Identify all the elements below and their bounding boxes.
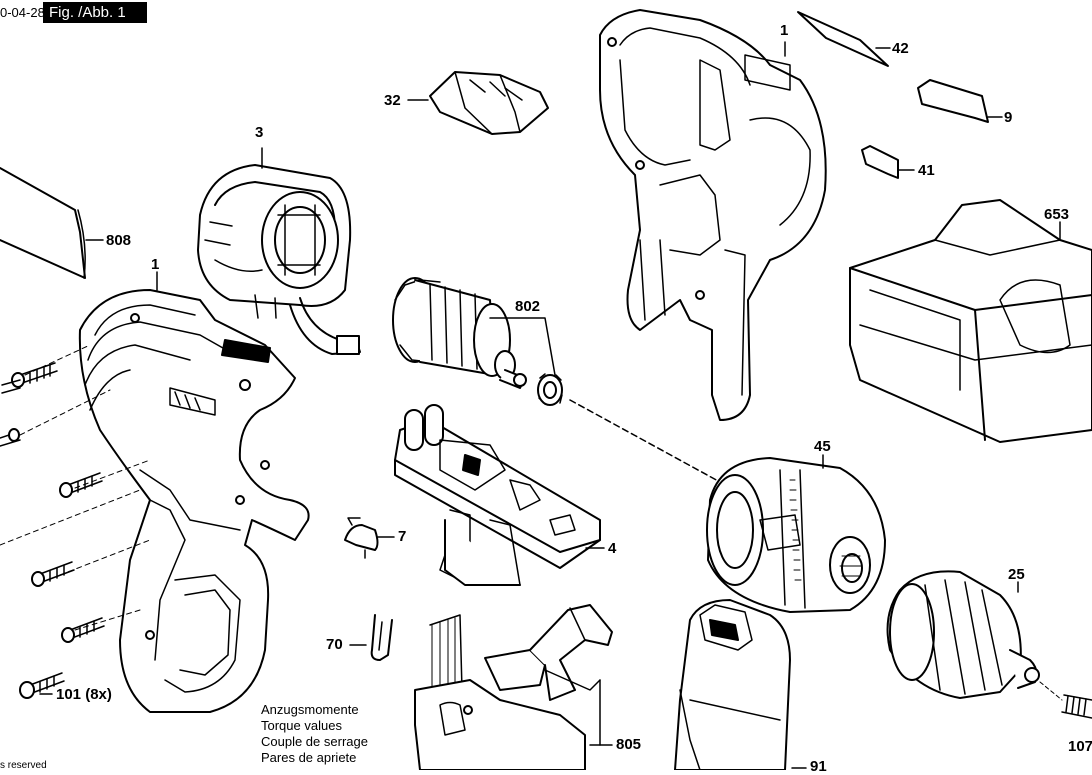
- part-41-sticker: [861, 145, 915, 179]
- part-1-housing-right-half: [599, 9, 827, 421]
- pinion-gear: [537, 373, 563, 406]
- label-part-41: 41: [918, 162, 935, 179]
- label-part-802: 802: [515, 298, 541, 315]
- part-101-screws: [0, 344, 151, 699]
- part-802-rotor: [392, 277, 721, 483]
- part-25-chuck: [886, 570, 1040, 699]
- part-107-bit: [1039, 681, 1092, 719]
- legend-line-fr: Couple de serrage: [261, 734, 368, 749]
- part-9-sticker: [917, 79, 1003, 123]
- label-part-42: 42: [892, 40, 909, 57]
- screw: [11, 362, 58, 388]
- part-653-charger: [849, 199, 1092, 443]
- label-part-25: 25: [1008, 566, 1025, 583]
- label-part-1-top: 1: [780, 22, 789, 39]
- label-part-3: 3: [255, 124, 264, 141]
- legend-line-en: Torque values: [261, 718, 342, 733]
- screw: [1, 379, 21, 394]
- part-808-label-sticker: [0, 167, 104, 279]
- figure-label: Fig. /Abb. 1: [43, 2, 147, 23]
- label-part-7: 7: [398, 528, 407, 545]
- screw: [61, 617, 105, 643]
- part-3-stator: [197, 147, 361, 355]
- screw: [0, 428, 21, 447]
- part-70-spring: [349, 614, 393, 661]
- label-part-45: 45: [814, 438, 831, 455]
- screw: [59, 472, 103, 498]
- rights-reserved-fragment: s reserved: [0, 760, 47, 771]
- label-part-4: 4: [608, 540, 617, 557]
- label-part-101: 101 (8x): [56, 686, 112, 703]
- label-part-9: 9: [1004, 109, 1013, 126]
- part-32-switch: [407, 71, 549, 135]
- label-part-1-left: 1: [151, 256, 160, 273]
- part-4-electronics-module: [394, 404, 605, 586]
- label-part-808: 808: [106, 232, 132, 249]
- torque-legend: Anzugsmomente Torque values Couple de se…: [261, 702, 368, 766]
- legend-line-de: Anzugsmomente: [261, 702, 359, 717]
- screw: [19, 672, 65, 699]
- screw: [31, 561, 75, 587]
- label-part-70: 70: [326, 636, 343, 653]
- part-45-gearbox: [706, 454, 886, 613]
- label-part-805: 805: [616, 736, 642, 753]
- date-fragment: 0-04-28: [0, 5, 45, 20]
- part-91-battery: [674, 599, 807, 771]
- label-part-107: 107: [1068, 738, 1092, 755]
- part-42-sticker: [797, 11, 891, 67]
- part-1-housing-left-half: [78, 271, 310, 713]
- part-805-battery-holder: [414, 604, 613, 771]
- label-part-653: 653: [1044, 206, 1070, 223]
- label-part-32: 32: [384, 92, 401, 109]
- part-7-clip: [344, 517, 395, 559]
- label-part-91: 91: [810, 758, 827, 775]
- legend-line-es: Pares de apriete: [261, 750, 357, 765]
